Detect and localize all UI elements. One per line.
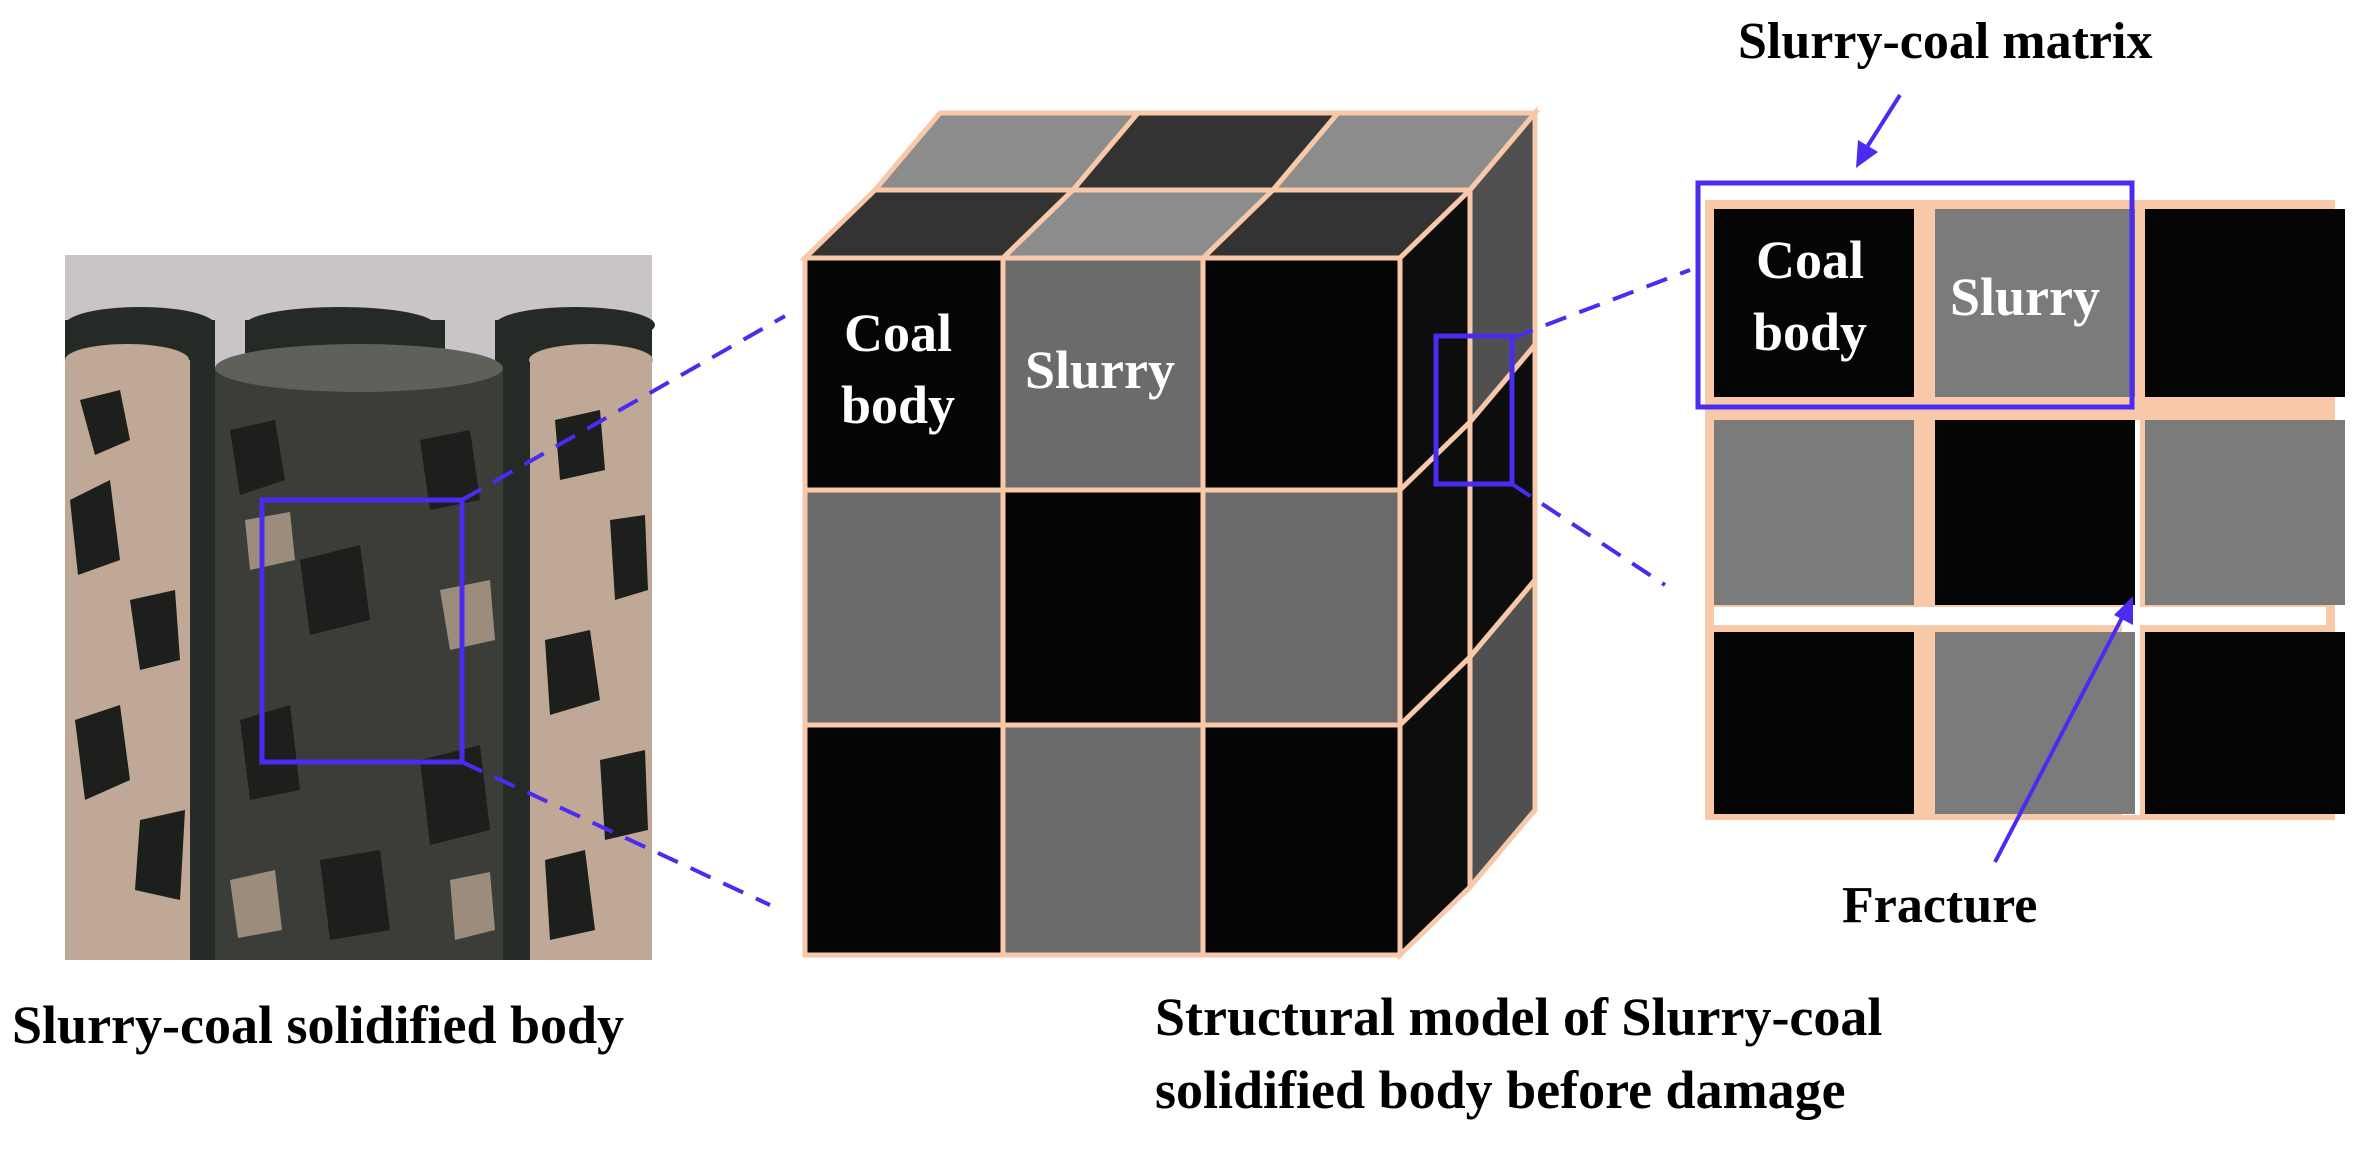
zoom-slurry-label: Slurry	[1950, 267, 2100, 327]
zoom-grid	[1705, 200, 2345, 820]
matrix-arrow	[1856, 93, 1902, 168]
photo-caption: Slurry-coal solidified body	[12, 995, 624, 1055]
cube-slurry-tile	[1200, 487, 1403, 728]
cube-coal-tile	[1000, 487, 1206, 728]
cube-coal-tile	[802, 255, 1006, 493]
cube-coal-tile	[1200, 722, 1403, 958]
cube-slurry-tile	[1000, 722, 1206, 958]
zoom-coal-tile	[1714, 632, 1914, 814]
zoom-coal-tile	[2145, 209, 2345, 397]
cube-slurry-label: Slurry	[1025, 340, 1175, 400]
cube-coal-label-line2: body	[841, 375, 955, 435]
fracture-label: Fracture	[1842, 877, 2037, 934]
model-caption-line1: Structural model of Slurry-coal	[1155, 987, 1882, 1047]
zoom-slurry-tile	[1714, 420, 1914, 605]
zoom-coal-label-line1: Coal	[1756, 230, 1864, 290]
cube-coal-tile	[1200, 255, 1403, 493]
connector-line	[461, 760, 771, 907]
photo-highlight-box	[259, 497, 465, 765]
connector-line	[1510, 482, 1667, 587]
zoom-coal-tile	[1714, 209, 1914, 397]
zoom-coal-tile	[1935, 420, 2135, 605]
specimen-photo	[65, 255, 655, 960]
matrix-label: Slurry-coal matrix	[1738, 13, 2152, 70]
zoom-coal-label-line2: body	[1753, 302, 1867, 362]
matrix-highlight-box	[1695, 180, 2135, 410]
zoom-slurry-tile	[2145, 420, 2345, 605]
cube-highlight-box	[1433, 333, 1515, 487]
cube-model	[798, 106, 1541, 961]
model-caption-line2: solidified body before damage	[1155, 1060, 1846, 1120]
connector-line	[1511, 268, 1691, 340]
fracture-gap	[1714, 607, 2326, 625]
cube-slurry-tile	[802, 487, 1006, 728]
fracture-arrow	[1993, 596, 2133, 863]
cube-coal-tile	[802, 722, 1006, 958]
connector-line	[461, 314, 786, 502]
zoom-slurry-tile	[1935, 209, 2135, 397]
cube-coal-label-line1: Coal	[844, 303, 952, 363]
zoom-coal-tile	[2145, 632, 2345, 814]
cube-side-tile	[1467, 573, 1538, 894]
